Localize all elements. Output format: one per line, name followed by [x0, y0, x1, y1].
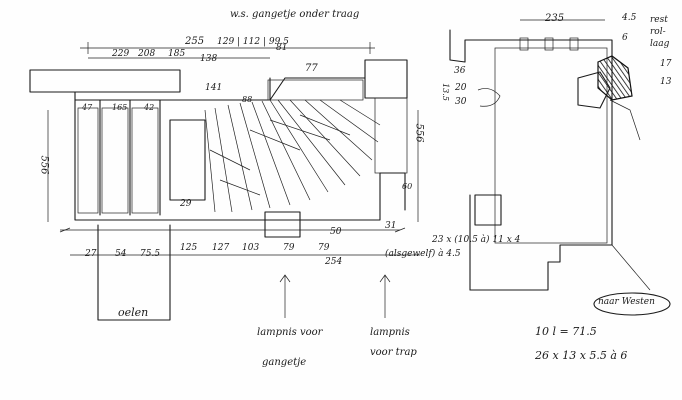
dim-208: 208 — [138, 49, 156, 59]
brick-spec: 23 x (10.5 à) 11 x 4 — [432, 235, 521, 245]
rest-note-1: rest — [650, 15, 668, 25]
dim-556-right: 556 — [413, 123, 425, 143]
dim-45: 4.5 — [622, 13, 637, 23]
stair-treads-winder — [204, 79, 381, 213]
left-plan-outline — [74, 77, 406, 221]
dim-17: 17 — [660, 59, 672, 69]
dim-29: 29 — [180, 199, 192, 209]
dim-47: 47 — [82, 103, 93, 112]
rest-note-3: laag — [650, 39, 670, 49]
oven-box — [97, 211, 301, 321]
dim-13: 13 — [660, 77, 672, 87]
dim-bottom-54: 54 — [115, 249, 127, 259]
dim-60: 60 — [402, 182, 413, 191]
vault-note: (alsgewelf) à 4.5 — [385, 249, 461, 259]
ratio-note: 10 l = 71.5 — [535, 325, 597, 338]
dim-81: 81 — [276, 43, 288, 53]
dim-77: 77 — [305, 63, 318, 74]
dim-141: 141 — [205, 83, 223, 93]
dim-bottom-755: 75.5 — [140, 249, 161, 259]
dim-185: 185 — [168, 49, 186, 59]
note-lamp-corridor-2: gangetje — [262, 357, 307, 368]
direction-note: naar Westen — [598, 297, 655, 307]
brick-size-note: 26 x 13 x 5.5 à 6 — [535, 349, 628, 362]
top-note: w.s. gangetje onder traag — [230, 9, 360, 20]
dim-255: 255 — [185, 36, 205, 47]
note-lamp-corridor-1: lampnis voor — [257, 327, 323, 338]
dim-bottom-79a: 79 — [283, 243, 295, 253]
note-lamp-stair-1: lampnis — [370, 327, 410, 338]
dim-254: 254 — [325, 257, 343, 267]
dim-bottom-27: 27 — [85, 249, 97, 259]
dim-30: 30 — [455, 97, 467, 107]
dim-50: 50 — [330, 227, 342, 237]
rest-note-2: rol- — [650, 27, 666, 37]
dim-129-112-995: 129 | 112 | 99.5 — [217, 37, 289, 47]
dim-bottom-79b: 79 — [318, 243, 330, 253]
note-lamp-stair-2: voor trap — [370, 347, 417, 358]
dim-36: 36 — [454, 66, 466, 76]
dim-42: 42 — [144, 103, 155, 112]
dim-235: 235 — [545, 13, 565, 24]
dim-bottom-127: 127 — [212, 243, 230, 253]
dim-229: 229 — [112, 49, 130, 59]
dim-bottom-125: 125 — [180, 243, 198, 253]
dim-88: 88 — [242, 95, 253, 104]
dim-556-left: 556 — [38, 155, 50, 175]
pointer-arrows — [279, 274, 391, 318]
dim-165: 165 — [112, 103, 128, 112]
dim-135: 13.5 — [440, 83, 450, 101]
dim-bottom-103: 103 — [242, 243, 260, 253]
dim-31: 31 — [385, 221, 397, 231]
direction-oval — [593, 292, 671, 316]
stair-treads-straight — [77, 107, 159, 214]
oven-label: oelen — [118, 306, 149, 319]
dimension-lines-left — [47, 42, 420, 256]
dim-20: 20 — [455, 83, 467, 93]
left-wall-hatch — [29, 59, 408, 174]
dim-138: 138 — [200, 54, 218, 64]
right-plan — [449, 19, 651, 291]
dim-6: 6 — [622, 33, 628, 43]
